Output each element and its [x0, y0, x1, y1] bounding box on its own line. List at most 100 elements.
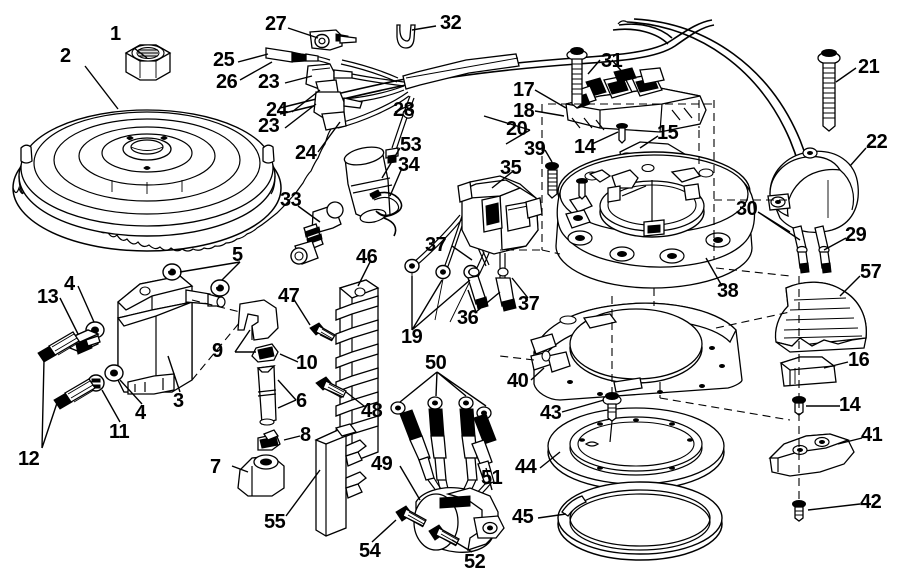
callout-7: 7	[210, 456, 221, 478]
callout-41: 41	[861, 424, 883, 446]
callout-39: 39	[524, 138, 546, 160]
part-spring-connector-6	[256, 365, 277, 426]
callout-10: 10	[296, 352, 318, 374]
callout-20: 20	[506, 118, 528, 140]
part-terminal-8	[257, 429, 281, 451]
part-retainer-block	[779, 356, 837, 387]
part-ignition-coil-cover	[767, 49, 859, 274]
callout-40: 40	[507, 370, 529, 392]
part-screw-14-left	[576, 178, 588, 200]
callout-30: 30	[736, 198, 758, 220]
callout-13: 13	[37, 286, 59, 308]
callout-24a: 24	[266, 99, 288, 121]
callout-37a: 37	[425, 234, 447, 256]
callout-22: 22	[866, 131, 888, 153]
callout-47: 47	[278, 285, 300, 307]
callout-11: 11	[109, 421, 130, 443]
part-flywheel-cover-segment	[774, 281, 867, 353]
part-insulator-cap-7	[237, 454, 285, 497]
part-starter-solenoid-49	[413, 486, 505, 553]
assembly-dashed-lines	[191, 100, 800, 504]
part-ground-terminal-13	[68, 329, 101, 355]
callout-9: 9	[212, 340, 223, 362]
part-long-screw-21	[817, 49, 841, 132]
callout-15: 15	[657, 122, 679, 144]
callout-25: 25	[213, 49, 235, 71]
spark-plug-2	[427, 396, 447, 481]
part-flywheel	[12, 95, 343, 252]
callout-38: 38	[717, 280, 739, 302]
part-screw-14-top	[616, 123, 628, 144]
part-rubber-boot-9	[237, 299, 279, 341]
callout-33: 33	[280, 189, 302, 211]
spark-plug-1	[390, 401, 435, 481]
callout-27: 27	[265, 13, 287, 35]
callout-14a: 14	[574, 136, 596, 158]
callout-8: 8	[300, 424, 311, 446]
part-screw-42	[792, 500, 806, 522]
part-retaining-ring	[547, 407, 725, 491]
callout-36: 36	[457, 307, 479, 329]
part-armature-plate	[530, 302, 743, 401]
callout-12: 12	[18, 448, 40, 470]
callout-34: 34	[398, 154, 420, 176]
callout-55: 55	[264, 511, 286, 533]
callout-43: 43	[540, 402, 562, 424]
callout-14b: 14	[839, 394, 861, 416]
part-screw-48	[315, 376, 347, 399]
part-weight-arm	[768, 433, 855, 477]
callout-leader-lines	[41, 25, 867, 553]
callout-26: 26	[216, 71, 238, 93]
part-washer-4b	[104, 364, 124, 382]
callout-4b: 4	[135, 402, 146, 424]
callout-2: 2	[60, 45, 71, 67]
callout-50: 50	[425, 352, 447, 374]
callout-54: 54	[359, 540, 381, 562]
callout-29: 29	[845, 224, 867, 246]
callout-52: 52	[464, 551, 486, 573]
callout-37b: 37	[518, 293, 540, 315]
callout-3: 3	[173, 390, 184, 412]
part-spark-plugs-50	[390, 396, 497, 505]
part-screw-31	[566, 47, 588, 109]
callout-23a: 23	[258, 71, 280, 93]
callout-32: 32	[440, 12, 462, 34]
callout-49: 49	[371, 453, 393, 475]
callout-24b: 24	[295, 142, 317, 164]
part-screw-47	[309, 322, 336, 342]
callout-23b: 23	[258, 115, 280, 137]
callout-16: 16	[848, 349, 870, 371]
callout-35: 35	[500, 157, 522, 179]
part-o-ring-seal	[557, 481, 723, 561]
part-ignition-coil	[116, 275, 226, 395]
part-mounting-bracket-55	[314, 423, 367, 537]
spark-plug-4	[471, 406, 497, 485]
callout-57: 57	[860, 261, 882, 283]
callout-19: 19	[401, 326, 423, 348]
callout-1: 1	[110, 23, 121, 45]
callout-53: 53	[400, 134, 422, 156]
part-connector-sleeve	[290, 201, 344, 265]
callout-48: 48	[361, 400, 383, 422]
callout-31: 31	[601, 50, 623, 72]
callout-51: 51	[481, 467, 503, 489]
callout-5: 5	[232, 244, 243, 266]
part-timer-base	[555, 151, 756, 289]
part-screw-39	[545, 162, 559, 199]
part-screws-12	[37, 331, 96, 410]
callout-6: 6	[296, 390, 307, 412]
callout-46: 46	[356, 246, 378, 268]
callout-21: 21	[858, 56, 880, 78]
part-sensor-coil	[457, 162, 559, 312]
callout-28: 28	[393, 99, 415, 121]
callout-4a: 4	[64, 273, 75, 295]
callout-42: 42	[860, 491, 882, 513]
spark-plug-3	[458, 396, 478, 481]
callout-45: 45	[512, 506, 534, 528]
part-screw-54	[395, 505, 427, 528]
callout-18: 18	[513, 100, 535, 122]
part-flywheel-nut	[124, 44, 172, 81]
part-terminal-10	[251, 343, 279, 363]
